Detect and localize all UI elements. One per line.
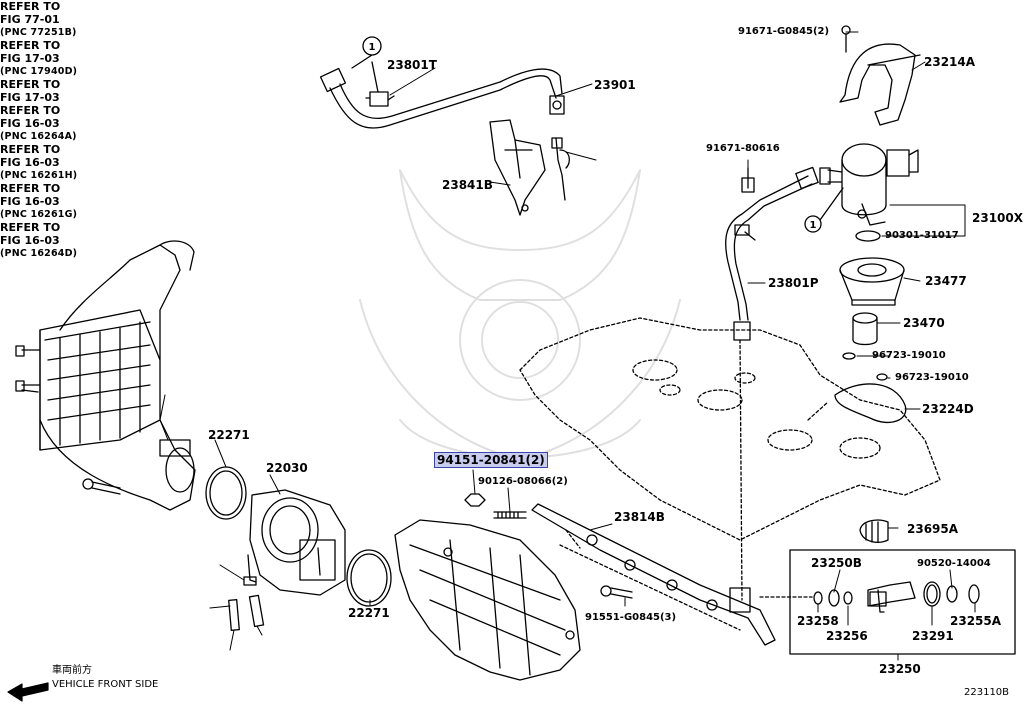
label-23255A: 23255A [950,614,1002,628]
ref-fig16-a-line2: FIG 16-03 [0,117,60,130]
label-23814B: 23814B [614,510,665,524]
bolt-91551 [600,585,633,599]
label-23841B: 23841B [442,178,493,192]
ref-fig17-a-pnc: (PNC 17940D) [0,66,78,77]
housing-23477 [839,257,905,306]
label-23214A: 23214A [924,55,976,69]
label-23477: 23477 [925,274,967,288]
clip-23695A [859,519,889,543]
ref-fig16-d-line1: REFER TO [0,221,61,234]
label-96723-19010-b: 96723-19010 [895,372,969,383]
label-23250B: 23250B [811,556,862,570]
ref-fig16-d-pnc: (PNC 16264D) [0,248,78,259]
label-23256: 23256 [826,629,868,643]
label-90520-14004: 90520-14004 [917,558,991,569]
label-90301-31017: 90301-31017 [885,230,959,241]
label-23224D: 23224D [922,402,974,416]
intercooler [15,240,196,511]
bolt-fig17 [82,478,121,495]
bracket-23841B [489,119,571,216]
ref-fig77: REFER TO FIG 77-01 (PNC 77251B) [0,0,1024,39]
fuel-rail-23814B [531,503,776,646]
ref-fig16-c: REFER TO FIG 16-03 (PNC 16261G) [0,182,1024,221]
ref-fig16-c-line1: REFER TO [0,182,61,195]
label-23250: 23250 [879,662,921,676]
oring-96723-b [876,373,888,381]
label-23695A: 23695A [907,522,959,536]
oring-90301 [855,230,881,242]
nut-94151 [464,493,486,507]
ref-fig16-b-pnc: (PNC 16261H) [0,170,78,181]
lifter-23470 [852,312,878,346]
injector-23250B [759,581,980,613]
ref-fig16-b-line2: FIG 16-03 [0,156,60,169]
figure-number: 223110B [964,687,1010,698]
circle-one-text-top: 1 [369,42,376,53]
ref-fig77-line2: FIG 77-01 [0,13,60,26]
ref-fig77-line1: REFER TO [0,0,61,13]
label-23901: 23901 [594,78,636,92]
label-90126-08066: 90126-08066(2) [478,476,568,487]
label-91551-G0845: 91551-G0845(3) [585,612,677,623]
front-side-en: VEHICLE FRONT SIDE [52,679,159,690]
gasket-22271-b [346,549,392,607]
label-23470: 23470 [903,316,945,330]
bracket-23214A [839,25,921,126]
ref-fig17-b-line2: FIG 17-03 [0,91,60,104]
stud-90126 [493,511,527,519]
ref-fig17-b: REFER TO FIG 17-03 [0,78,1024,104]
label-22271-b: 22271 [348,606,390,620]
label-23258: 23258 [797,614,839,628]
leader-lines [159,31,976,661]
ref-circle-1-pump [804,215,822,233]
intake-manifold [394,519,581,681]
label-22030: 22030 [266,461,308,475]
label-91671-G0845: 91671-G0845(2) [738,26,830,37]
label-23801T: 23801T [387,58,437,72]
ref-fig16-d: REFER TO FIG 16-03 (PNC 16264D) [0,221,1024,260]
front-arrow [7,682,49,702]
ref-fig16-b-line1: REFER TO [0,143,61,156]
clip-23801T [365,61,395,107]
ref-fig16-d-line2: FIG 16-03 [0,234,60,247]
circle-one-text-pump: 1 [810,220,817,231]
label-23100X: 23100X [972,211,1023,225]
ref-fig17-a-line2: FIG 17-03 [0,52,60,65]
label-23801P: 23801P [768,276,819,290]
ref-fig17-a-line1: REFER TO [0,39,61,52]
bolt-91671-80616 [741,167,755,193]
pipe-23801P [725,166,819,341]
label-22271-a: 22271 [208,428,250,442]
throttle-body-22030 [249,489,346,596]
head-cover [519,317,941,601]
front-side-jp: 車両前方 [52,665,92,676]
ref-fig77-pnc: (PNC 77251B) [0,27,77,38]
hose-fig16 [228,554,265,631]
ref-fig16-c-pnc: (PNC 16261G) [0,209,78,220]
gasket-23224D [834,383,907,423]
hose-23901 [319,67,565,129]
label-96723-19010-a: 96723-19010 [872,350,946,361]
gasket-22271-a [205,466,247,520]
ref-fig17-a: REFER TO FIG 17-03 (PNC 17940D) [0,39,1024,78]
ref-fig16-a: REFER TO FIG 16-03 (PNC 16264A) [0,104,1024,143]
oring-96723-a [842,352,856,360]
label-94151-20841[interactable]: 94151-20841(2) [434,452,548,468]
ref-fig16-c-line2: FIG 16-03 [0,195,60,208]
ref-fig16-a-line1: REFER TO [0,104,61,117]
label-91671-80616: 91671-80616 [706,143,780,154]
ref-fig16-b: REFER TO FIG 16-03 (PNC 16261H) [0,143,1024,182]
pump-23100X [819,143,919,226]
injector-kit-box [789,549,1016,655]
ref-fig17-b-line1: REFER TO [0,78,61,91]
ref-fig16-a-pnc: (PNC 16264A) [0,131,77,142]
label-23291: 23291 [912,629,954,643]
